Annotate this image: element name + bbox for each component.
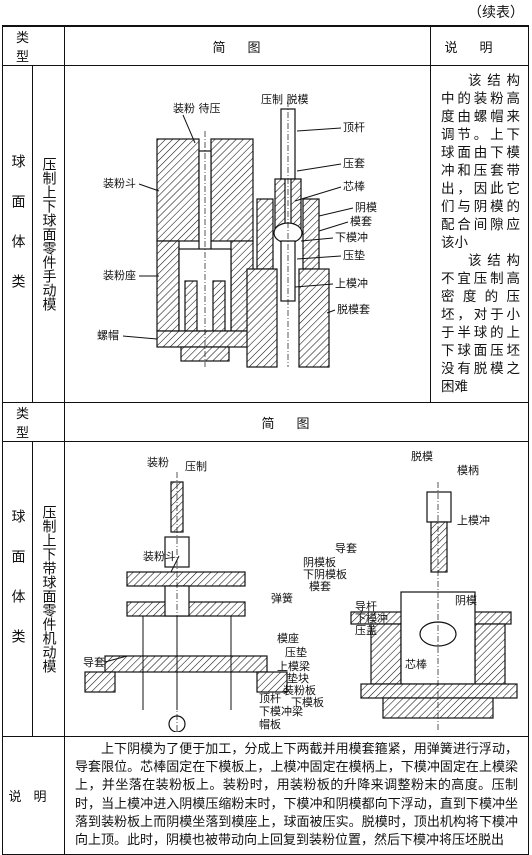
label-die: 阴模 [355,201,377,214]
label-press-cover: 压盖 [355,623,377,637]
header2-diagram: 简图 [64,402,530,442]
label-press: 压制 [185,460,207,473]
row3-label: 说明 [8,790,59,806]
label-spring: 弹簧 [271,591,293,605]
left-assembly-drawing: 装粉 待压 装粉斗 装粉座 螺帽 [97,101,254,367]
left-machine-drawing: 装粉 压制 装粉斗 导套 顶杆 下模冲梁 帽板 [83,456,303,733]
label-fill: 装粉 [147,456,169,469]
label-powder-hopper-2: 装粉斗 [143,550,176,563]
label-upper-punch: 上模冲 [335,276,368,290]
label-die-2: 阴模 [455,594,477,607]
header-note: 说明 [430,25,530,66]
label-pad-block: 垫块 [287,671,309,685]
row3-label-cell: 说明 [1,735,66,855]
row-explanation: 说明 上下阴模为了便于加工，分成上下两截并用模套箍紧，用弹簧进行浮动，导套限位。… [1,735,530,855]
header-row-2: 类型 简图 [1,402,530,442]
row1-desc-1: 该结构中的装粉高度由螺帽来调节。上下球面由下模冲和压套带出，因此它们与阴模的配合… [441,73,521,251]
label-ejector-rod: 顶杆 [343,120,365,134]
label-core-rod-2: 芯棒 [405,657,427,671]
label-lower-punch-beam: 下模冲梁 [259,704,303,718]
label-die-plate: 阴模板 [303,555,336,569]
header2-category: 类型 [1,402,66,442]
label-die-sleeve: 模套 [350,215,372,228]
row2-diagram-cell: 装粉 压制 装粉斗 导套 顶杆 下模冲梁 帽板 [64,441,530,737]
label-shroud: 帽板 [259,717,281,731]
row1-category: 球面体类 [9,154,26,314]
header-category: 类型 [1,25,66,66]
right-machine-drawing: 脱模 模柄 上模冲 导套 阴模板 下阴模板 模套 弹簧 导杆 下模冲 压盖 阴模… [271,449,518,732]
spec-table: 类型 简图 说明 球面体类 压制上下球面零件手动模 [1,25,530,855]
label-lower-punch: 下模冲 [335,230,368,244]
label-press-sleeve: 压套 [343,157,365,170]
header-diagram: 简图 [64,25,432,66]
label-demold: 脱模 [411,449,433,463]
label-powder-hopper: 装粉斗 [103,177,136,190]
row2-category: 球面体类 [9,509,26,669]
label-upper-punch-2: 上模冲 [457,513,490,527]
machine-mold-diagram: 装粉 压制 装粉斗 导套 顶杆 下模冲梁 帽板 [83,449,518,733]
label-powder-seat: 装粉座 [103,268,136,282]
row-machine-mold: 球面体类 压制上下带球面零件机动模 [2,441,530,737]
row1-description: 该结构中的装粉高度由螺帽来调节。上下球面由下模冲和压套带出，因此它们与阴模的配合… [430,65,530,403]
label-lower-punch-2: 下模冲 [355,611,388,625]
label-die-sleeve-2: 模套 [309,580,331,593]
manual-mold-diagram: 装粉 待压 装粉斗 装粉座 螺帽 [97,92,377,368]
label-guide-sleeve-2: 导套 [335,542,357,555]
label-punch-holder: 模柄 [457,464,479,477]
row1-diagram-cell: 装粉 待压 装粉斗 装粉座 螺帽 [64,65,432,403]
label-upper-beam: 上模梁 [277,659,310,673]
header-row-1: 类型 简图 说明 [1,25,530,66]
label-nut: 螺帽 [97,329,119,342]
label-die-seat: 模座 [277,631,299,645]
label-press-pad: 压垫 [343,248,365,262]
row1-desc-2: 该结构不宜压制高密度的压坯，对于小于半球的上下球面压坯没有脱模之困难 [441,253,521,395]
right-assembly-drawing: 压制 脱模 顶杆 压套 芯棒 阴模 模套 下模冲 压垫 上模冲 [246,92,377,368]
continued-label: （续表） [468,5,524,21]
label-demold-sleeve: 脱模套 [337,302,370,316]
row1-subtype: 压制上下球面零件手动模 [40,157,57,311]
label-guide-rod: 导杆 [355,599,377,613]
label-lower-die-plate: 下阴模板 [303,567,347,581]
label-bottom-plate: 下模板 [291,695,324,709]
row3-text: 上下阴模为了便于加工，分成上下两截并用模套箍紧，用弹簧进行浮动，导套限位。芯棒固… [64,735,530,855]
row2-subtype: 压制上下带球面零件机动模 [40,505,57,673]
label-guide-sleeve: 导套 [83,656,105,669]
label-fill-press: 装粉 待压 [173,101,221,115]
label-press-demold: 压制 脱模 [261,92,309,106]
label-core-rod: 芯棒 [343,179,365,193]
label-ejector-rod-2: 顶杆 [259,691,281,705]
label-press-pad-2: 压垫 [285,645,307,659]
row-manual-mold: 球面体类 压制上下球面零件手动模 [2,65,530,403]
label-powder-plate: 装粉板 [283,683,316,697]
